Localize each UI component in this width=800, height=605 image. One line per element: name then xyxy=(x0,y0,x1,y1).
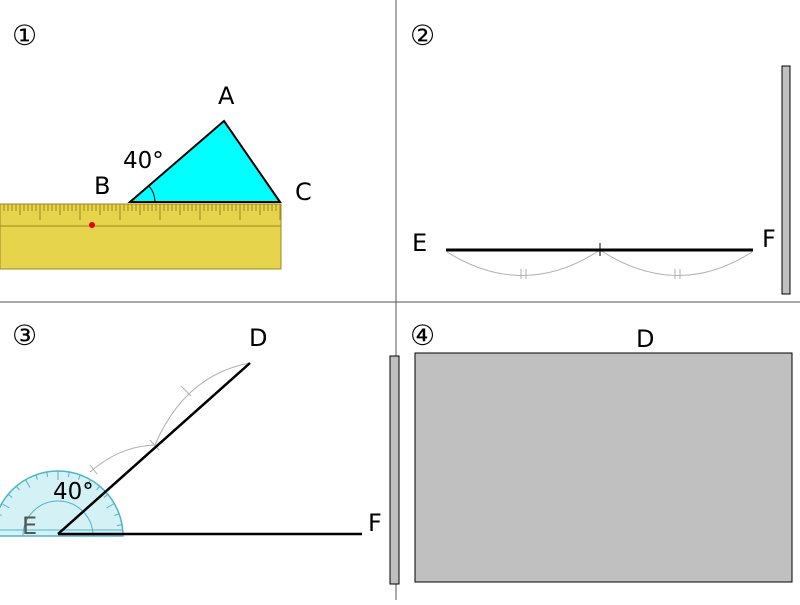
point-label-d: D xyxy=(249,324,267,352)
compass-tick-3 xyxy=(180,385,192,397)
ruler-edge xyxy=(781,65,791,295)
point-label-e: E xyxy=(412,229,427,257)
ruler-ticks xyxy=(0,204,281,220)
point-label-a: A xyxy=(218,82,235,110)
protractor-tick xyxy=(85,479,91,488)
triangle-abc xyxy=(127,119,282,203)
angle-label-e: 40° xyxy=(53,479,94,505)
panel-4: ④ D xyxy=(410,319,793,583)
protractor-icon xyxy=(0,470,124,537)
point-label-f: F xyxy=(762,225,776,253)
point-label-b: B xyxy=(94,172,110,200)
angle-label-b: 40° xyxy=(123,148,164,174)
protractor-tick xyxy=(15,485,20,491)
protractor-inner-arc xyxy=(22,500,94,537)
panel-1-number: ① xyxy=(12,19,37,52)
ruler-edge xyxy=(389,355,400,585)
point-label-f: F xyxy=(368,509,382,537)
protractor-tick xyxy=(78,474,81,480)
panel-2-number: ② xyxy=(410,19,435,52)
protractor-tick xyxy=(25,479,31,488)
point-label-c: C xyxy=(295,178,312,206)
protractor-tick xyxy=(117,524,123,527)
panel-1: ① A B C 40° xyxy=(0,19,312,270)
equal-mark-right xyxy=(674,269,681,279)
point-label-e: E xyxy=(22,512,37,540)
angle-b-arc xyxy=(148,185,156,203)
protractor-tick xyxy=(67,471,70,477)
ruler-marker xyxy=(89,222,95,228)
protractor-ticks xyxy=(0,471,123,537)
ruler-icon xyxy=(0,203,282,270)
compass-arc-upper xyxy=(154,362,251,446)
protractor-tick xyxy=(96,485,101,491)
equal-mark-left xyxy=(520,269,527,279)
protractor-tick xyxy=(35,474,38,480)
protractor-tick xyxy=(114,513,120,516)
panel-3-number: ③ xyxy=(12,319,37,352)
protractor-tick xyxy=(103,493,109,498)
protractor-tick xyxy=(7,493,13,498)
panel-4-number: ④ xyxy=(410,319,435,352)
protractor-tick xyxy=(106,503,115,509)
protractor-tick xyxy=(46,471,49,477)
compass-arc-right xyxy=(599,249,753,276)
panel-2: ② E F xyxy=(410,19,791,295)
compass-tick-2 xyxy=(149,439,160,451)
compass-arc-lower xyxy=(89,444,156,473)
protractor-tick xyxy=(1,503,10,509)
ray-ed xyxy=(57,362,251,535)
gray-board xyxy=(414,352,793,583)
compass-tick-1 xyxy=(89,464,98,475)
protractor-body xyxy=(0,470,124,537)
panel-3: ③ D E F 40° xyxy=(0,319,400,585)
protractor-tick xyxy=(0,514,2,516)
point-label-d: D xyxy=(636,325,654,353)
compass-arc-left xyxy=(446,249,601,276)
